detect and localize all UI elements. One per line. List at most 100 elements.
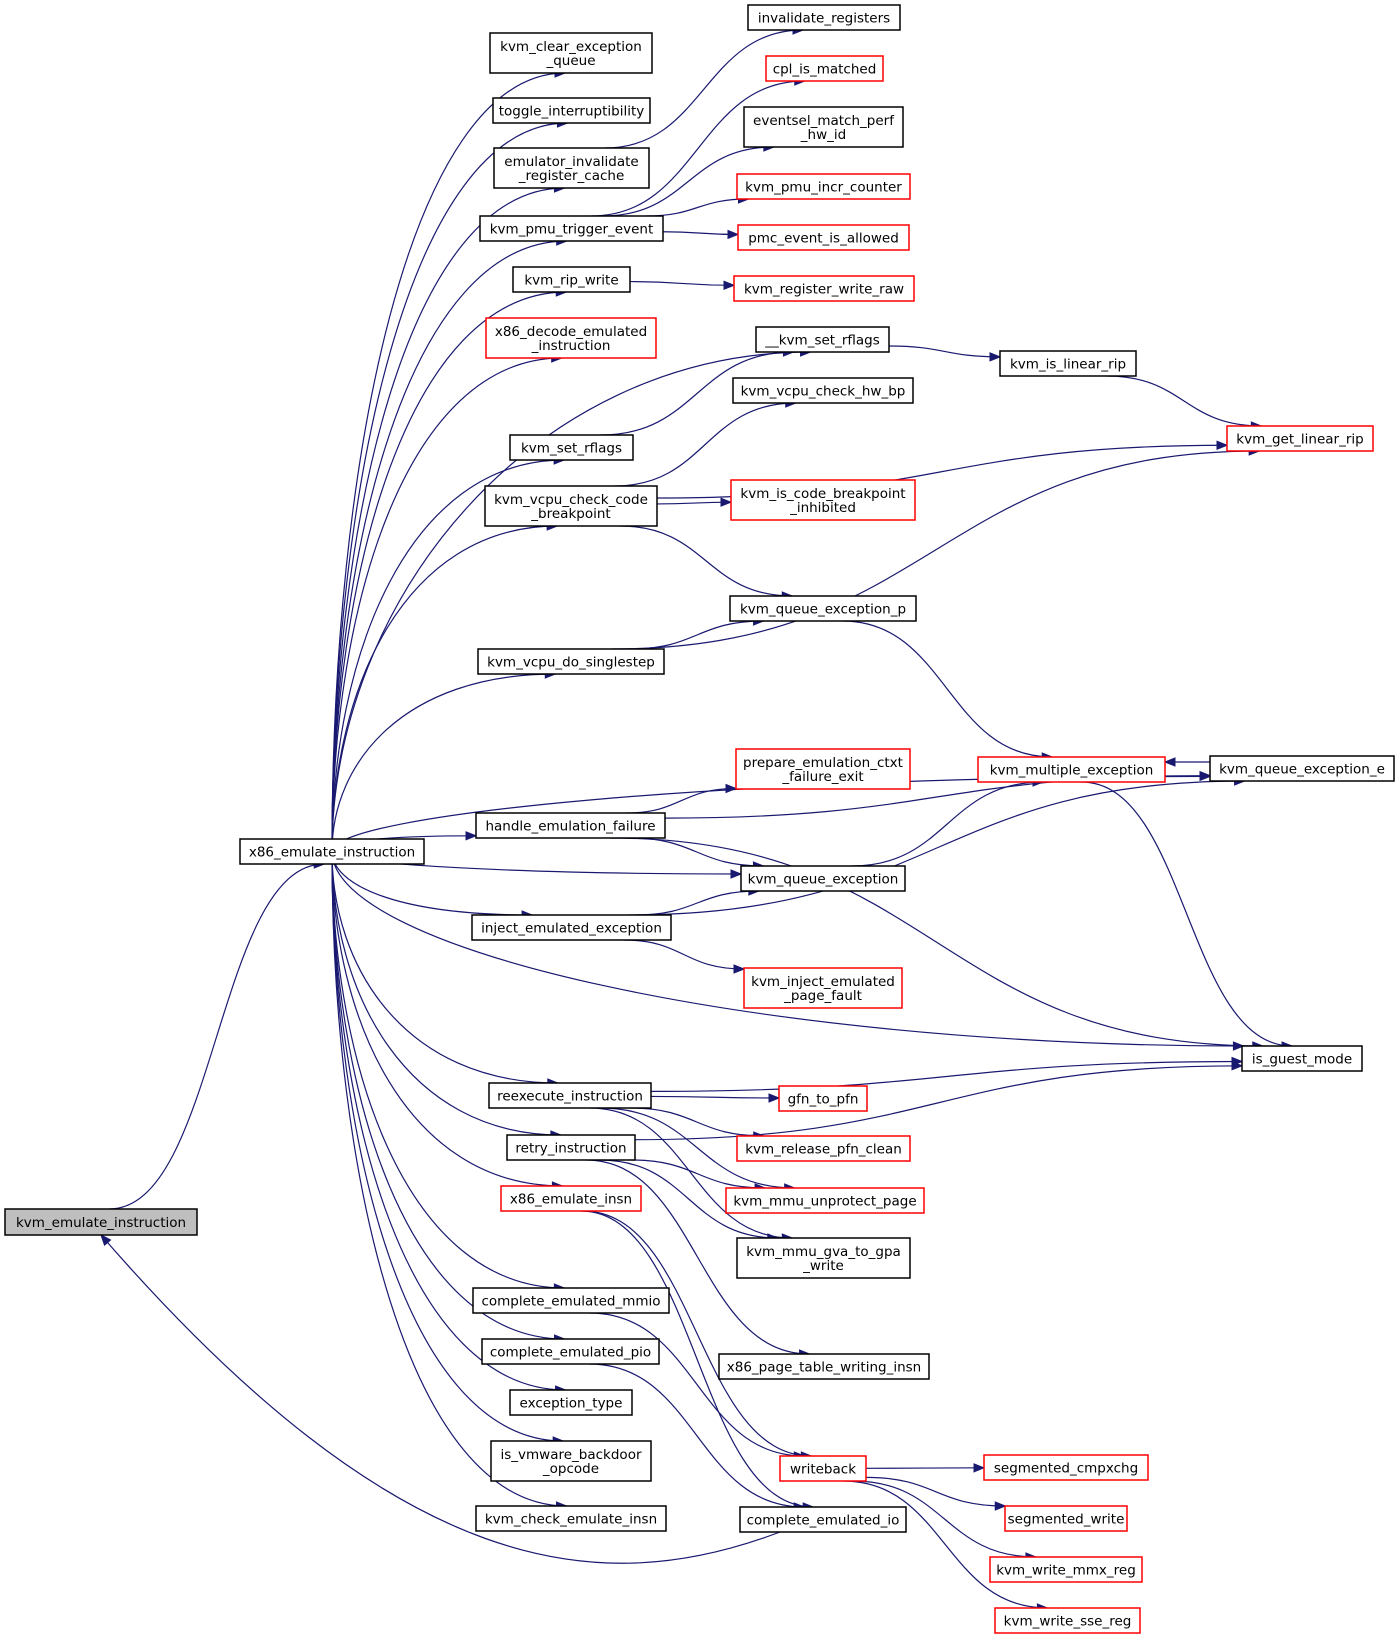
node-box[interactable] — [4, 1208, 198, 1236]
node-kvm-write-sse-reg[interactable]: kvm_write_sse_reg — [994, 1607, 1141, 1634]
node-gfn-to-pfn[interactable]: gfn_to_pfn — [778, 1085, 868, 1112]
node-box[interactable] — [484, 485, 658, 527]
node-box[interactable] — [736, 1237, 911, 1279]
node-kvm-vcpu-do-singlestep[interactable]: kvm_vcpu_do_singlestep — [477, 648, 665, 675]
node-x86-decode-emulated-instruction[interactable]: x86_decode_emulated_instruction — [485, 317, 657, 359]
node-complete-emulated-pio[interactable]: complete_emulated_pio — [481, 1338, 660, 1365]
node-invalidate-registers[interactable]: invalidate_registers — [747, 4, 901, 31]
node-box[interactable] — [479, 215, 664, 242]
node-kvm-is-code-breakpoint-inhibited[interactable]: kvm_is_code_breakpoint_inhibited — [730, 479, 916, 521]
node-inject-emulated-exception[interactable]: inject_emulated_exception — [471, 914, 672, 941]
node-box[interactable] — [778, 1085, 868, 1112]
node-box[interactable] — [1209, 755, 1395, 782]
node-box[interactable] — [983, 1454, 1149, 1481]
node-reexecute-instruction[interactable]: reexecute_instruction — [488, 1082, 652, 1109]
node-box[interactable] — [737, 224, 910, 251]
node-segmented-write[interactable]: segmented_write — [1004, 1505, 1128, 1532]
node-kvm-vcpu-check-hw-bp[interactable]: kvm_vcpu_check_hw_bp — [732, 377, 914, 404]
node-kvm-release-pfn-clean[interactable]: kvm_release_pfn_clean — [736, 1135, 911, 1162]
node-x86-emulate-insn[interactable]: x86_emulate_insn — [500, 1185, 642, 1212]
node-box[interactable] — [1226, 425, 1374, 452]
node-prepare-emulation-ctxt-failure-exit[interactable]: prepare_emulation_ctxt_failure_exit — [735, 748, 911, 790]
node-box[interactable] — [730, 479, 916, 521]
node-box[interactable] — [736, 173, 911, 200]
node-box[interactable] — [999, 350, 1137, 377]
node-kvm-set-rflags[interactable]: kvm_set_rflags — [509, 434, 634, 461]
node-kvm-emulate-instruction[interactable]: kvm_emulate_instruction — [4, 1208, 198, 1236]
node-kvm-rip-write[interactable]: kvm_rip_write — [512, 266, 631, 293]
node-kvm-mmu-gva-to-gpa-write[interactable]: kvm_mmu_gva_to_gpa_write — [736, 1237, 911, 1279]
node-box[interactable] — [512, 266, 631, 293]
node-kvm-queue-exception-p[interactable]: kvm_queue_exception_p — [729, 595, 917, 622]
node-box[interactable] — [1004, 1505, 1128, 1532]
node-box[interactable] — [989, 1556, 1143, 1583]
node-box[interactable] — [994, 1607, 1141, 1634]
node-exception-type[interactable]: exception_type — [509, 1389, 633, 1416]
node-box[interactable] — [736, 1135, 911, 1162]
node-box[interactable] — [475, 1505, 667, 1532]
node-kvm-pmu-incr-counter[interactable]: kvm_pmu_incr_counter — [736, 173, 911, 200]
node-box[interactable] — [485, 317, 657, 359]
node-box[interactable] — [739, 1506, 907, 1533]
node-box[interactable] — [755, 326, 890, 353]
node-box[interactable] — [733, 275, 915, 302]
node-x86-page-table-writing-insn[interactable]: x86_page_table_writing_insn — [718, 1353, 930, 1380]
node-writeback[interactable]: writeback — [779, 1455, 867, 1482]
node-kvm-vcpu-check-code-breakpoint[interactable]: kvm_vcpu_check_code_breakpoint — [484, 485, 658, 527]
node-emulator-invalidate-register-cache[interactable]: emulator_invalidate_register_cache — [493, 147, 650, 189]
node-is-guest-mode[interactable]: is_guest_mode — [1241, 1045, 1363, 1072]
node-kvm-is-linear-rip[interactable]: kvm_is_linear_rip — [999, 350, 1137, 377]
node-box[interactable] — [472, 1287, 670, 1314]
node-box[interactable] — [475, 812, 666, 839]
node-box[interactable] — [488, 1082, 652, 1109]
node-box[interactable] — [732, 377, 914, 404]
node-complete-emulated-io[interactable]: complete_emulated_io — [739, 1506, 907, 1533]
node-kvm-pmu-trigger-event[interactable]: kvm_pmu_trigger_event — [479, 215, 664, 242]
node-box[interactable] — [747, 4, 901, 31]
node-eventsel-match-perf-hw-id[interactable]: eventsel_match_perf_hw_id — [743, 106, 904, 148]
node-pmc-event-is-allowed[interactable]: pmc_event_is_allowed — [737, 224, 910, 251]
node-box[interactable] — [718, 1353, 930, 1380]
node-box[interactable] — [477, 648, 665, 675]
node-kvm-register-write-raw[interactable]: kvm_register_write_raw — [733, 275, 915, 302]
node-kvm-write-mmx-reg[interactable]: kvm_write_mmx_reg — [989, 1556, 1143, 1583]
node-kvm-multiple-exception[interactable]: kvm_multiple_exception — [977, 756, 1166, 783]
node-box[interactable] — [735, 748, 911, 790]
node-cpl-is-matched[interactable]: cpl_is_matched — [765, 55, 884, 82]
node-kvm-mmu-unprotect-page[interactable]: kvm_mmu_unprotect_page — [725, 1187, 925, 1214]
node-box[interactable] — [481, 1338, 660, 1365]
node-kvm-queue-exception[interactable]: kvm_queue_exception — [740, 865, 906, 892]
node-box[interactable] — [725, 1187, 925, 1214]
node-box[interactable] — [509, 1389, 633, 1416]
node-retry-instruction[interactable]: retry_instruction — [506, 1134, 636, 1161]
node-box[interactable] — [239, 838, 425, 865]
node-box[interactable] — [492, 97, 651, 124]
node-kvm-get-linear-rip[interactable]: kvm_get_linear_rip — [1226, 425, 1374, 452]
node-kvm-inject-emulated-page-fault[interactable]: kvm_inject_emulated_page_fault — [743, 967, 903, 1009]
node-box[interactable] — [743, 106, 904, 148]
node-box[interactable] — [740, 865, 906, 892]
node-box[interactable] — [509, 434, 634, 461]
node-box[interactable] — [779, 1455, 867, 1482]
node-box[interactable] — [743, 967, 903, 1009]
node-segmented-cmpxchg[interactable]: segmented_cmpxchg — [983, 1454, 1149, 1481]
node-box[interactable] — [765, 55, 884, 82]
node-is-vmware-backdoor-opcode[interactable]: is_vmware_backdoor_opcode — [490, 1440, 652, 1482]
node-complete-emulated-mmio[interactable]: complete_emulated_mmio — [472, 1287, 670, 1314]
node-box[interactable] — [729, 595, 917, 622]
node-kvm-check-emulate-insn[interactable]: kvm_check_emulate_insn — [475, 1505, 667, 1532]
node-kvm-set-rflags[interactable]: __kvm_set_rflags — [755, 326, 890, 353]
node-box[interactable] — [506, 1134, 636, 1161]
node-box[interactable] — [500, 1185, 642, 1212]
node-kvm-queue-exception-e[interactable]: kvm_queue_exception_e — [1209, 755, 1395, 782]
node-toggle-interruptibility[interactable]: toggle_interruptibility — [492, 97, 651, 124]
node-handle-emulation-failure[interactable]: handle_emulation_failure — [475, 812, 666, 839]
node-box[interactable] — [489, 32, 653, 74]
node-box[interactable] — [977, 756, 1166, 783]
node-box[interactable] — [1241, 1045, 1363, 1072]
node-box[interactable] — [493, 147, 650, 189]
node-box[interactable] — [490, 1440, 652, 1482]
node-kvm-clear-exception-queue[interactable]: kvm_clear_exception_queue — [489, 32, 653, 74]
node-box[interactable] — [471, 914, 672, 941]
node-x86-emulate-instruction[interactable]: x86_emulate_instruction — [239, 838, 425, 865]
